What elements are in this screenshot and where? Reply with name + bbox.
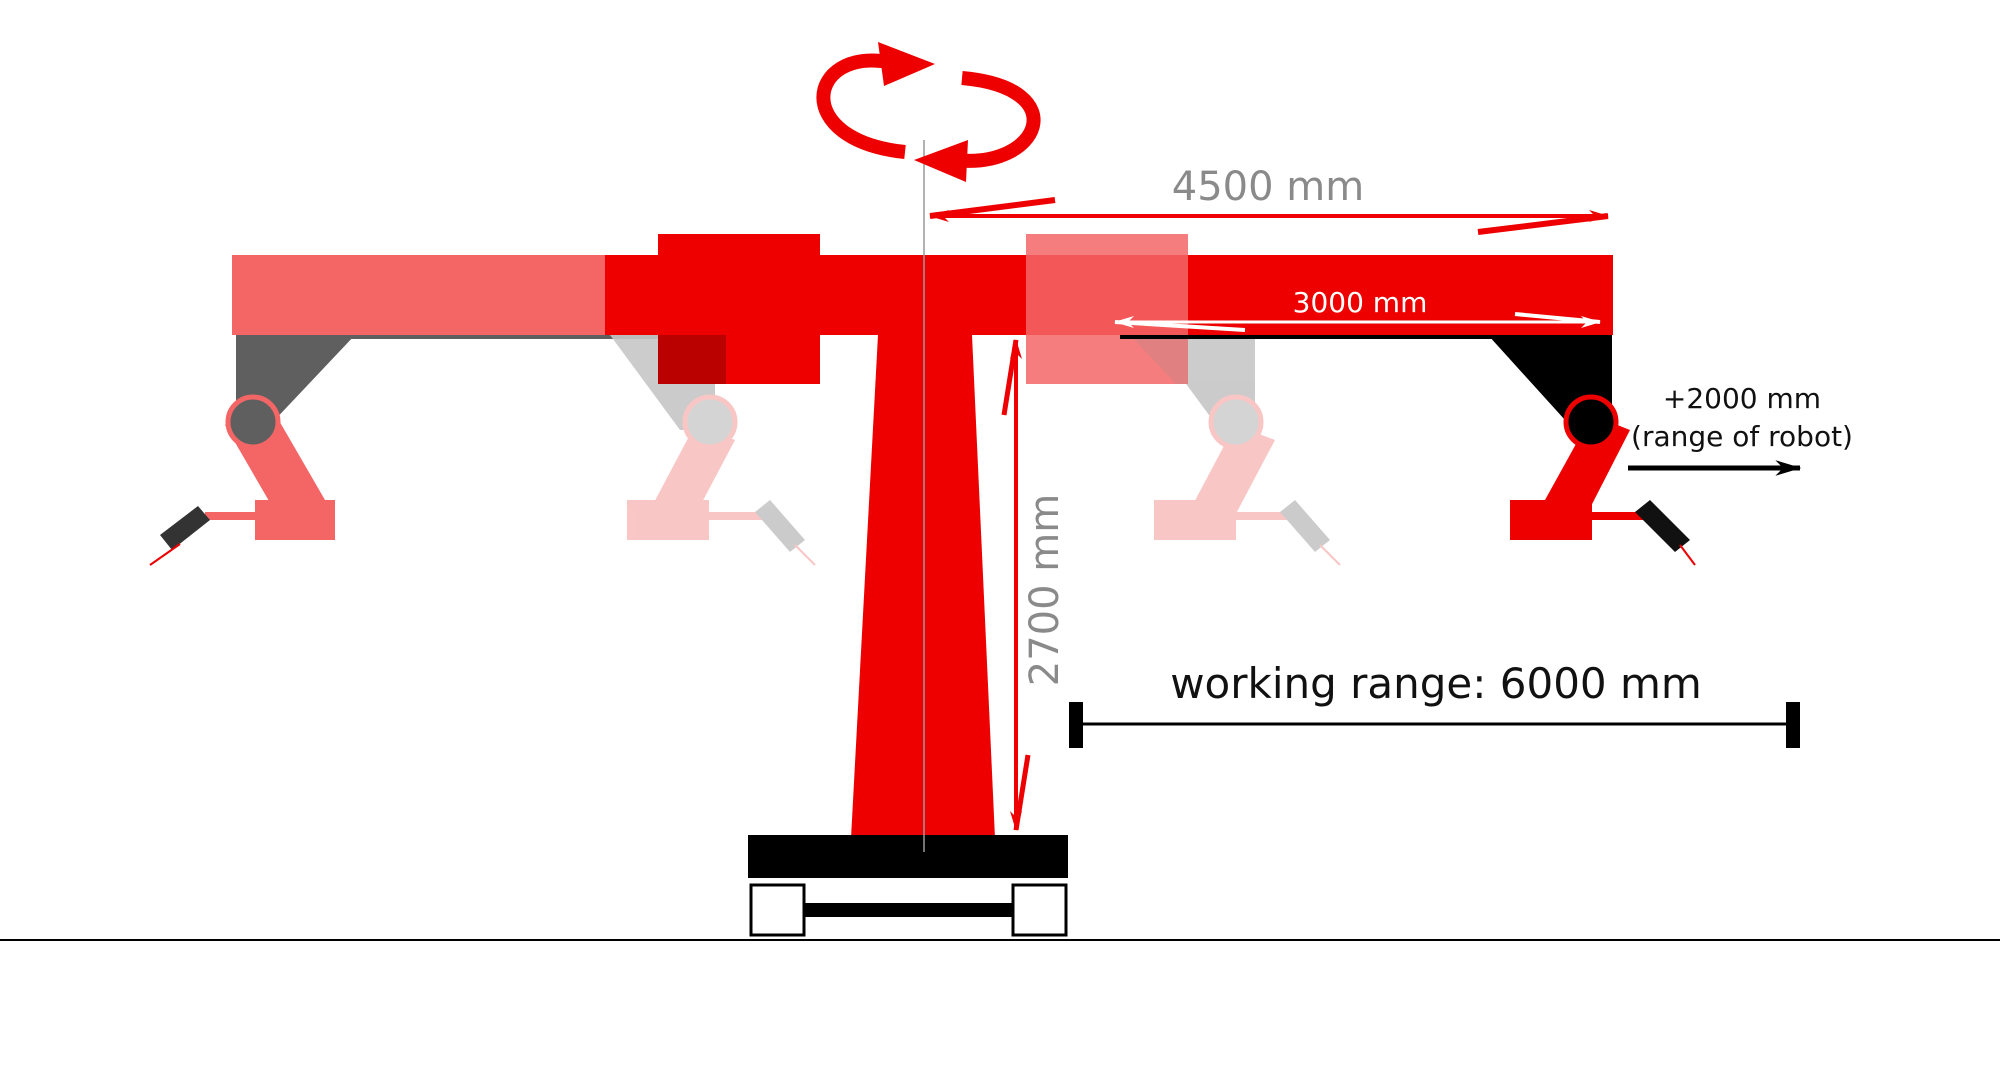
column-height-arrow-bottom xyxy=(1013,754,1031,831)
robot-range-value: +2000 mm xyxy=(1663,382,1821,415)
robot-left-position xyxy=(149,335,726,566)
base-wheel-right xyxy=(1011,883,1068,937)
boom-length-arrow-left xyxy=(929,197,1056,219)
robot-right-position xyxy=(1120,335,1696,566)
boom-carriage-left-shade xyxy=(658,335,726,384)
robot-left-joint xyxy=(225,394,281,450)
robot-mid-left-joint xyxy=(682,394,738,450)
travel-length-arrow-left xyxy=(1114,320,1246,332)
robot-range-note: (range of robot) xyxy=(1631,420,1853,453)
base-wheel-left xyxy=(749,883,806,937)
robot-mid-right-joint xyxy=(1208,394,1264,450)
working-range-cap-right xyxy=(1786,702,1800,748)
rotation-arrows-icon xyxy=(816,42,1041,182)
travel-length-label: 3000 mm xyxy=(1293,286,1428,319)
boom-length-arrow-right xyxy=(1477,213,1609,235)
travel-length-arrow-right xyxy=(1514,312,1601,324)
base-axle xyxy=(804,903,1013,917)
column xyxy=(851,335,995,838)
boom-extension-left xyxy=(232,255,607,335)
base-platform xyxy=(748,835,1068,878)
column-height-label: 2700 mm xyxy=(1022,494,1068,686)
robot-right-joint xyxy=(1563,394,1619,450)
column-height-arrow-top xyxy=(1001,339,1019,416)
working-range-cap-left xyxy=(1069,702,1083,748)
working-range-label: working range: 6000 mm xyxy=(1170,659,1702,708)
boom-length-label: 4500 mm xyxy=(1172,164,1364,210)
